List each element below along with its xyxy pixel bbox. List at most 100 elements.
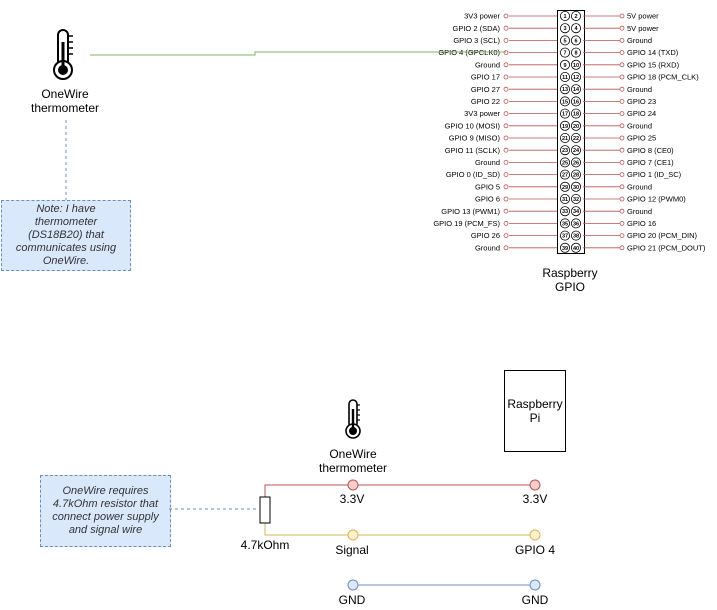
- pin-right-label: GPIO 25: [627, 134, 656, 143]
- pin-right-circle: [571, 47, 582, 58]
- pin-number: 34: [573, 209, 580, 215]
- pin-left-label: GPIO 10 (MOSI): [445, 121, 501, 130]
- pin-number: 5: [563, 38, 566, 44]
- pin-right-label: Ground: [627, 36, 652, 45]
- pin-number: 15: [562, 99, 568, 105]
- pin-right-circle: [571, 96, 582, 107]
- pin-right-circle: [571, 108, 582, 119]
- pin-right-terminal: [619, 86, 625, 92]
- pin-left-terminal: [503, 74, 509, 80]
- pin-left-circle: [560, 35, 571, 46]
- pin-left-circle: [560, 59, 571, 70]
- signal-right-connector: [529, 529, 541, 541]
- raspberry-pi-line2: Pi: [529, 411, 541, 425]
- pin-number: 32: [573, 197, 579, 203]
- pin-left-circle: [560, 206, 571, 217]
- pin-left-circle: [560, 169, 571, 180]
- pin-right-terminal: [619, 135, 625, 141]
- bottom-thermometer-label: OneWire thermometer: [303, 447, 403, 475]
- pin-right-terminal: [619, 159, 625, 165]
- pin-right-circle: [571, 157, 582, 168]
- pin-right-circle: [571, 10, 582, 21]
- pin-number: 8: [574, 51, 577, 57]
- pin-left-terminal: [503, 123, 509, 129]
- pin-right-circle: [571, 84, 582, 95]
- pin-number: 17: [562, 112, 568, 118]
- power-wire: [264, 484, 530, 497]
- pin-number: 27: [562, 173, 568, 179]
- pin-left-circle: [560, 181, 571, 192]
- pin-number: 10: [573, 63, 579, 69]
- pin-left-label: 3V3 power: [464, 109, 500, 118]
- pin-right-circle: [571, 72, 582, 83]
- pin-right-circle: [571, 230, 582, 241]
- pin-left-circle: [560, 242, 571, 253]
- pin-right-label: Ground: [627, 182, 652, 191]
- pin-number: 16: [573, 99, 579, 105]
- pin-left-circle: [560, 145, 571, 156]
- pin-right-terminal: [619, 13, 625, 19]
- pin-left-terminal: [503, 62, 509, 68]
- pin-left-label: GPIO 2 (SDA): [452, 24, 500, 33]
- pin-left-label: GPIO 11 (SCLK): [445, 146, 501, 155]
- pin-number: 35: [562, 221, 568, 227]
- pin-left-terminal: [503, 135, 509, 141]
- pin-left-terminal: [503, 99, 509, 104]
- pin-left-terminal: [503, 184, 509, 190]
- pin-right-circle: [571, 169, 582, 180]
- pin-number: 28: [573, 173, 579, 179]
- power-left-connector: [347, 479, 359, 491]
- pin-left-label: GPIO 5: [475, 182, 500, 191]
- pin-left-terminal: [503, 208, 509, 214]
- pin-number: 4: [574, 26, 578, 32]
- pin-right-terminal: [619, 111, 625, 116]
- pin-right-terminal: [619, 50, 625, 55]
- pin-right-circle: [571, 120, 582, 131]
- pin-right-circle: [571, 35, 582, 46]
- pin-number: 13: [562, 87, 568, 93]
- pin-right-circle: [571, 23, 582, 34]
- pin-right-terminal: [619, 38, 625, 43]
- pin-right-label: GPIO 16: [627, 219, 656, 228]
- resistor: [259, 496, 271, 524]
- pin-right-circle: [571, 242, 582, 253]
- pin-left-circle: [560, 230, 571, 241]
- pin-right-circle: [571, 59, 582, 70]
- gpio-title: Raspberry GPIO: [520, 266, 620, 294]
- pin-number: 22: [573, 136, 579, 142]
- pin-number: 20: [573, 124, 579, 130]
- pin-left-terminal: [503, 245, 509, 251]
- pin-right-terminal: [619, 196, 625, 202]
- pin-right-terminal: [619, 74, 625, 80]
- pin-right-terminal: [619, 25, 625, 31]
- pin-right-label: GPIO 21 (PCM_DOUT): [627, 243, 706, 252]
- data-wire: [90, 51, 506, 56]
- signal-wire: [264, 523, 530, 536]
- pin-right-terminal: [619, 123, 625, 129]
- pin-number: 38: [573, 234, 579, 240]
- pin-right-terminal: [619, 245, 625, 251]
- pin-number: 18: [573, 112, 579, 118]
- pin-left-circle: [560, 132, 571, 143]
- pin-left-label: GPIO 3 (SCL): [453, 36, 500, 45]
- top-note: Note: I have thermometer (DS18B20) that …: [1, 200, 131, 271]
- pin-number: 9: [563, 63, 566, 69]
- gnd-left-connector: [347, 579, 359, 591]
- pin-left-circle: [560, 10, 571, 21]
- pin-left-label: GPIO 19 (PCM_FS): [433, 219, 500, 228]
- pin-left-label: GPIO 17: [471, 73, 500, 82]
- signal-left-connector: [347, 529, 359, 541]
- top-thermometer-line1: OneWire: [41, 87, 89, 101]
- pin-left-terminal: [503, 13, 509, 19]
- pin-left-circle: [560, 96, 571, 107]
- pin-number: 19: [562, 124, 568, 130]
- bottom-thermometer-line2: thermometer: [318, 461, 388, 475]
- pin-number: 14: [573, 87, 580, 93]
- gnd-right-connector: [529, 579, 541, 591]
- pin-right-circle: [571, 145, 582, 156]
- pin-left-circle: [560, 47, 571, 58]
- pin-left-terminal: [503, 111, 509, 116]
- bottom-note-text: OneWire requires 4.7kOhm resistor that c…: [52, 485, 159, 536]
- gpio-title-line2: GPIO: [554, 280, 585, 294]
